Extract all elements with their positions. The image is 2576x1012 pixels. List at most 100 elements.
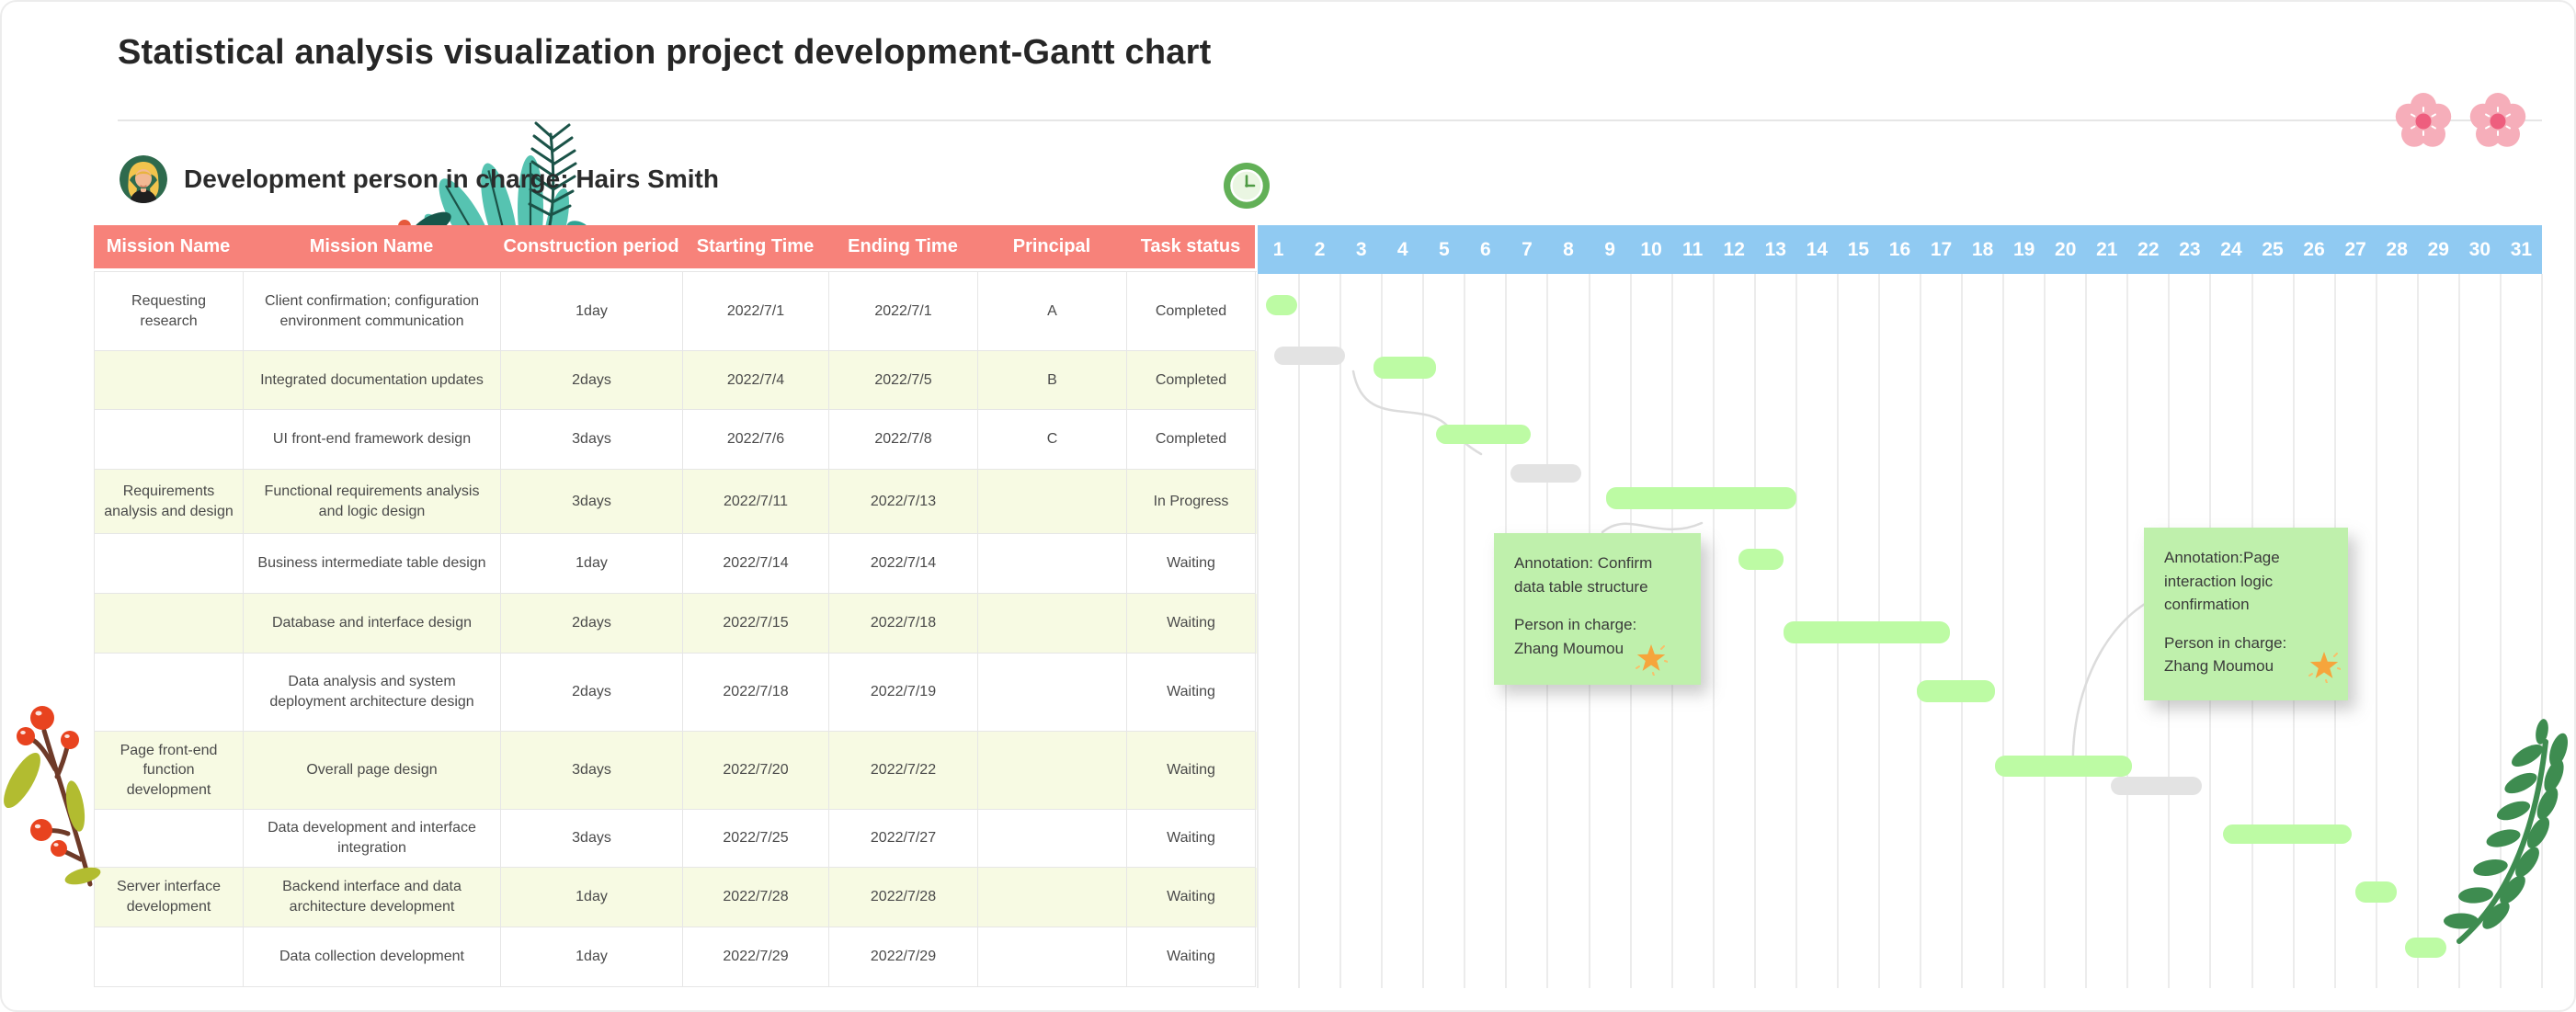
cell-group [95,654,244,732]
day-label: 25 [2262,238,2284,260]
cell-group [95,927,244,987]
day-label: 3 [1355,238,1367,260]
cell-task: Overall page design [244,732,501,810]
grid-line [2002,274,2005,988]
grid-line [2085,274,2088,988]
gantt-bar-gray [1274,347,1345,365]
cell-group [95,534,244,594]
column-header: Task status [1140,236,1241,256]
day-label: 16 [1888,238,1911,260]
cell-start: 2022/7/6 [683,410,829,470]
cell-task: Data collection development [244,927,501,987]
grid-line [1712,274,1715,988]
gantt-bar-gray [2111,777,2203,795]
cell-period: 1day [501,868,683,927]
gantt-bar-green [2223,824,2352,844]
gantt-bar-green [1738,549,1784,570]
cell-start: 2022/7/18 [683,654,829,732]
day-label: 14 [1806,238,1829,260]
day-label: 9 [1604,238,1615,260]
day-label: 28 [2386,238,2408,260]
cell-start: 2022/7/15 [683,594,829,654]
column-header: Construction period [503,236,679,256]
gantt-bar-green [1605,487,1796,509]
annotation-line: interaction logic [2164,572,2274,590]
day-label: 12 [1723,238,1745,260]
gantt-bar-green [1266,295,1297,315]
grid-line [2375,274,2377,988]
connector-curve [2071,602,2147,774]
day-label: 15 [1847,238,1870,260]
cell-principal [978,654,1127,732]
cell-status: Completed [1127,272,1256,351]
cell-principal: B [978,351,1127,410]
grid-line [1298,274,1301,988]
cell-task: Data analysis and system deployment arch… [244,654,501,732]
cell-principal [978,534,1127,594]
cell-principal: A [978,272,1127,351]
day-label: 19 [2012,238,2035,260]
annotation-line: confirmation [2164,596,2250,613]
cell-principal [978,594,1127,654]
fern-decoration [2444,719,2568,944]
cell-end: 2022/7/14 [829,534,978,594]
gantt-bar-green [1995,756,2132,777]
grid-line [2416,274,2419,988]
day-label: 6 [1480,238,1491,260]
day-label: 4 [1396,238,1408,260]
cell-task: Integrated documentation updates [244,351,501,410]
cell-period: 1day [501,534,683,594]
cell-group: Page front-end function development [95,732,244,810]
day-label: 2 [1314,238,1326,260]
cell-start: 2022/7/14 [683,534,829,594]
day-label: 23 [2179,238,2201,260]
person-avatar-icon [120,155,167,203]
gantt-bar-green [1373,357,1436,379]
cell-start: 2022/7/28 [683,868,829,927]
cell-start: 2022/7/20 [683,732,829,810]
day-label: 17 [1930,238,1953,260]
cell-status: Waiting [1127,868,1256,927]
grid-line [1257,274,1259,988]
cell-status: Waiting [1127,810,1256,868]
day-label: 13 [1764,238,1786,260]
cell-start: 2022/7/1 [683,272,829,351]
day-label: 26 [2303,238,2325,260]
cell-end: 2022/7/5 [829,351,978,410]
day-label: 20 [2055,238,2077,260]
cell-principal [978,868,1127,927]
day-label: 10 [1640,238,1662,260]
day-label: 21 [2096,238,2118,260]
cell-end: 2022/7/28 [829,868,978,927]
cell-end: 2022/7/1 [829,272,978,351]
day-label: 5 [1438,238,1450,260]
annotation-line: Zhang Moumou [2164,657,2274,675]
table-row: Data analysis and system deployment arch… [95,654,1257,732]
day-label: 30 [2468,238,2491,260]
cell-principal [978,732,1127,810]
gantt-bar-green [2355,881,2398,903]
page-title: Statistical analysis visualization proje… [118,33,1212,72]
day-label: 27 [2344,238,2366,260]
day-label: 24 [2220,238,2242,260]
cell-principal [978,927,1127,987]
column-header: Mission Name [309,236,434,256]
annotation-line: Person in charge: [2164,633,2287,652]
day-label: 22 [2137,238,2160,260]
flower-decoration [2395,93,2526,147]
cell-end: 2022/7/27 [829,810,978,868]
gantt-bar-gray [1510,464,1581,483]
cell-task: Client confirmation; configuration envir… [244,272,501,351]
day-label: 1 [1272,238,1284,260]
column-header: Starting Time [696,236,815,256]
grid-line [1961,274,1964,988]
gantt-bar-green [2405,938,2447,958]
cell-task: Backend interface and data architecture … [244,868,501,927]
cell-status: In Progress [1127,470,1256,534]
